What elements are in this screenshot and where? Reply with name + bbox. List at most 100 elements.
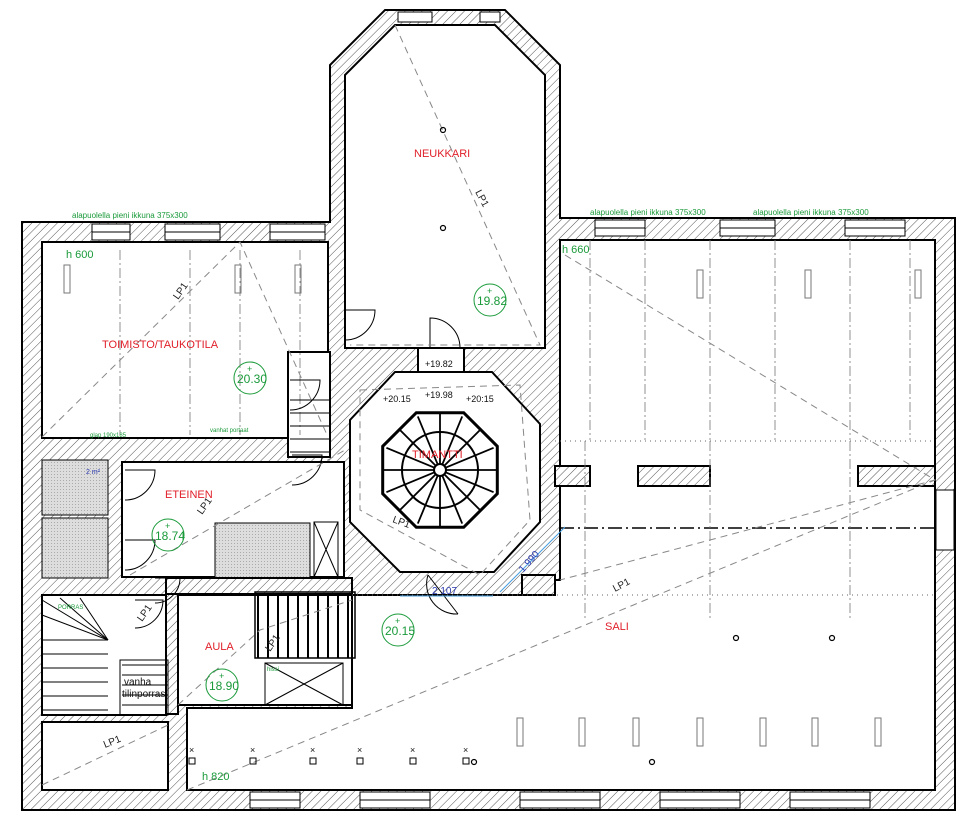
door-swing <box>289 379 321 411</box>
light-fixture <box>578 717 586 747</box>
room-label-sali: SALI <box>605 621 629 633</box>
level-mark-2: +20.15 <box>383 394 411 404</box>
door-swing <box>134 599 164 629</box>
square-marker <box>188 757 196 765</box>
light-fixture <box>294 264 302 294</box>
old-stair-label-2: tilinporras <box>122 689 165 700</box>
x-marker-icon: × <box>463 745 468 755</box>
light-fixture <box>696 717 704 747</box>
door-swing <box>124 539 156 571</box>
room-label-timantti: TIMANTTI <box>412 449 463 461</box>
column-1 <box>554 465 591 487</box>
room-label-eteinen: ETEINEN <box>165 489 213 501</box>
light-fixture <box>759 717 767 747</box>
door-swing <box>426 574 459 615</box>
wc-1 <box>41 459 109 516</box>
square-marker <box>356 757 364 765</box>
shaft-label: hissi <box>267 667 279 673</box>
skylight-icon <box>381 411 499 529</box>
light-fixture <box>696 269 704 299</box>
plus-icon: + <box>247 364 252 374</box>
plus-icon: + <box>487 286 492 296</box>
elevator <box>264 662 344 706</box>
level-marker: 20.15+ <box>381 613 415 647</box>
room-label-aula: AULA <box>205 641 234 653</box>
corridor-stair <box>287 351 331 458</box>
ceiling-point-icon <box>828 634 836 642</box>
windows <box>91 11 955 809</box>
light-fixture <box>804 269 812 299</box>
height-sali: h 660 <box>562 244 590 256</box>
level-circle <box>233 361 267 395</box>
light-fixture <box>234 264 242 294</box>
level-circle <box>473 283 507 317</box>
height-toimisto: h 600 <box>66 249 94 261</box>
plus-icon: + <box>165 521 170 531</box>
level-mark-1: +19.82 <box>425 359 453 369</box>
dimension-label: 2 107 <box>432 586 457 597</box>
x-marker-icon: × <box>250 745 255 755</box>
window-note-1: alapuolella pieni ikkuna 375x300 <box>72 211 188 220</box>
room-sali <box>186 239 936 791</box>
level-mark-3: +19.98 <box>425 390 453 400</box>
light-fixture <box>632 717 640 747</box>
level-circle <box>151 518 185 552</box>
window <box>479 11 501 23</box>
square-marker <box>462 757 470 765</box>
window-note-2: alapuolella pieni ikkuna 375x300 <box>590 208 706 217</box>
room-label-neukkari: NEUKKARI <box>414 148 470 160</box>
light-fixture <box>874 717 882 747</box>
lp1-lines <box>41 24 937 791</box>
level-circle <box>205 668 239 702</box>
light-fixtures: ×××××× <box>63 126 922 766</box>
window <box>397 11 433 23</box>
glap-label: glap 190x185 <box>90 433 127 439</box>
column-4 <box>521 574 556 596</box>
ceiling-point-icon <box>439 126 447 134</box>
ceiling-point-icon <box>732 634 740 642</box>
level-marker: 20.30+ <box>233 361 267 395</box>
door-swing <box>291 454 323 486</box>
light-fixture <box>914 269 922 299</box>
x-marker-icon: × <box>410 745 415 755</box>
ceiling-point-icon <box>439 224 447 232</box>
area-label: 2 m² <box>86 469 101 476</box>
window <box>935 489 955 551</box>
sali-grid-lines <box>119 240 911 620</box>
old-stair-label-1: vanha <box>124 677 152 688</box>
level-marker: 19.82+ <box>473 283 507 317</box>
wc-2 <box>41 517 109 579</box>
passage-neukkari <box>417 347 465 373</box>
doors <box>124 309 461 629</box>
plus-icon: + <box>395 616 400 626</box>
square-marker <box>249 757 257 765</box>
old-steps-label: vanhat portaat <box>210 428 249 434</box>
level-marker: 18.90+ <box>205 668 239 702</box>
room-neukkari <box>344 24 546 349</box>
dimension-2107: 2 107 <box>400 586 493 597</box>
room-label-toimisto: TOIMISTO/TAUKOTILA <box>102 339 219 351</box>
door-swing <box>429 317 461 349</box>
level-circle <box>381 613 415 647</box>
door-swing <box>124 469 156 501</box>
light-fixture <box>811 717 819 747</box>
wall-aula-left <box>165 593 179 715</box>
door-swing <box>154 577 181 604</box>
x-marker-icon: × <box>310 745 315 755</box>
square-marker <box>309 757 317 765</box>
level-value: 20.15 <box>385 624 415 638</box>
door-swing <box>344 309 376 341</box>
ceiling-point-icon <box>648 758 656 766</box>
stairs <box>41 399 356 716</box>
room-lower-left <box>41 721 169 791</box>
window-note-3: alapuolella pieni ikkuna 375x300 <box>753 208 869 217</box>
square-marker <box>409 757 417 765</box>
level-value: 20.30 <box>237 372 267 386</box>
light-fixture <box>63 264 71 294</box>
plus-icon: + <box>219 671 224 681</box>
column-2 <box>637 465 711 487</box>
level-value: 18.74 <box>155 529 185 543</box>
level-mark-4: +20:15 <box>466 394 494 404</box>
level-value: 19.82 <box>477 294 507 308</box>
